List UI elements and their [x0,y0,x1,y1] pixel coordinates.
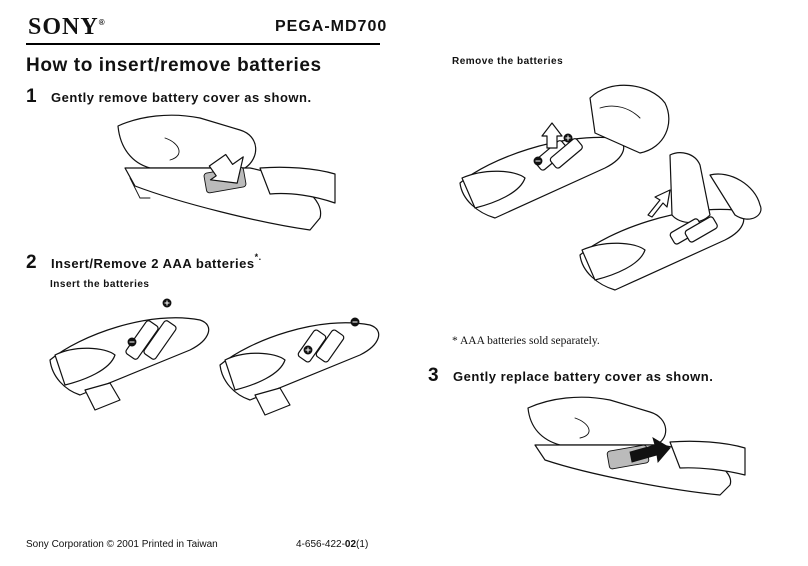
replace-cover-illustration [527,396,746,496]
hand-holding-device-icon [527,396,746,496]
page-title: How to insert/remove batteries [26,55,322,76]
plus-sign-icon [162,298,172,308]
pointing-hand-icon [669,152,762,224]
arrow-icon [208,153,244,184]
plus-sign-icon [303,345,313,355]
brand-name: SONY [28,14,99,40]
remove-batteries-illustration-b [579,152,762,291]
insert-subheading: Insert the batteries [50,279,150,290]
minus-sign-icon [127,337,137,347]
remove-cover-illustration [117,114,336,231]
hand-holding-device-icon [459,136,625,219]
insert-batteries-illustration-a [49,298,210,411]
part-number-suffix: (1) [356,539,369,550]
part-number-bold: 02 [344,539,357,550]
step-2: 2 Insert/Remove 2 AAA batteries*. [26,252,262,274]
plus-sign-icon [563,133,573,143]
arrow-icon [541,122,563,149]
footer-copyright: Sony Corporation © 2001 Printed in Taiwa… [26,539,218,550]
part-number-prefix: 4-656-422- [296,539,345,550]
battery-note: * AAA batteries sold separately. [452,335,600,347]
remove-batteries-illustration-a [459,84,670,219]
hand-holding-device-icon [219,322,380,416]
sony-logo: SONY® [28,14,106,41]
step-1: 1 Gently remove battery cover as shown. [26,86,312,108]
step-1-number: 1 [26,86,37,107]
insert-batteries-illustration-b [219,317,380,416]
step-2-asterisk: *. [254,252,262,262]
battery-icon [534,138,583,171]
step-3: 3 Gently replace battery cover as shown. [428,365,713,387]
step-3-text: Gently replace battery cover as shown. [453,369,714,384]
step-2-number: 2 [26,252,37,273]
minus-sign-icon [350,317,360,327]
header-rule [26,43,380,45]
pointing-hand-icon [589,84,670,154]
remove-subheading: Remove the batteries [452,56,564,67]
model-number: PEGA-MD700 [275,18,388,35]
hand-holding-device-icon [117,114,336,231]
arrow-icon [629,437,671,464]
footer-part-number: 4-656-422-02(1) [296,539,368,550]
step-3-number: 3 [428,365,439,386]
step-2-text: Insert/Remove 2 AAA batteries [51,256,255,271]
battery-icon [669,216,718,245]
battery-icon [297,329,345,363]
hand-holding-device-icon [49,317,210,411]
registered-mark: ® [98,18,106,27]
minus-sign-icon [533,156,543,166]
arrow-icon [647,189,671,218]
hand-holding-device-icon [579,208,745,291]
battery-icon [125,320,177,360]
step-1-text: Gently remove battery cover as shown. [51,90,312,105]
